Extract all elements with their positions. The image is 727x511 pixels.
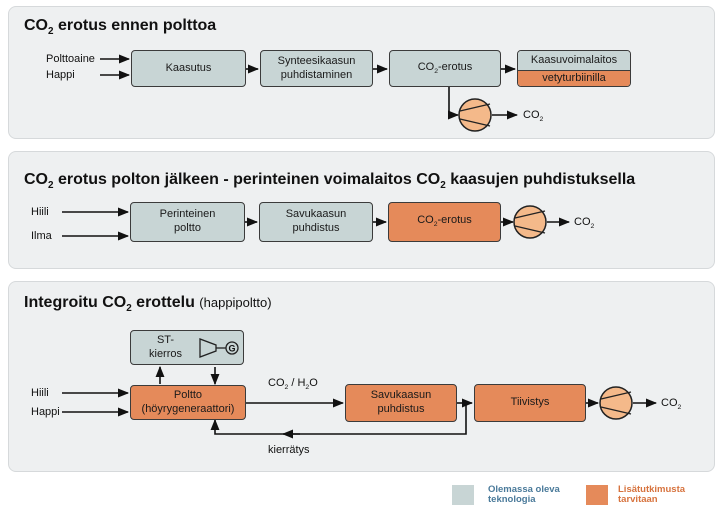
legend-existing-swatch [452,485,474,505]
co2-output-label: CO2 [523,109,544,124]
hydrogen-turbine-research-part: vetyturbiinilla [518,71,630,86]
compressor-icon [513,205,547,239]
gas-power-plant-box: Kaasuvoimalaitos vetyturbiinilla [517,50,631,87]
input-oxygen-label: Happi [31,406,60,418]
co2-separation-box: CO2-erotus [388,202,501,242]
panel-oxyfuel [8,281,715,472]
input-coal-label: Hiili [31,206,49,218]
co2-separation-box: CO2-erotus [389,50,501,87]
steam-cycle-box: ST-kierros G [130,330,244,365]
condensation-box: Tiivistys [474,384,586,422]
turbine-generator-icon: G [199,337,239,358]
panel1-title: CO2 erotus ennen polttoa [24,17,217,38]
gas-power-plant-existing-part: Kaasuvoimalaitos [518,51,630,71]
input-oxygen-label: Happi [46,69,75,81]
gasification-box: Kaasutus [131,50,246,87]
panel3-title: Integroitu CO2 erottelu (happipoltto) [24,294,272,315]
input-coal-label: Hiili [31,387,49,399]
compressor-icon [458,98,492,132]
co2-output-label: CO2 [661,397,682,412]
combustion-steam-generator-box: Poltto(höyrygeneraattori) [130,385,246,420]
legend-research-swatch [586,485,608,505]
compressor-icon [599,386,633,420]
input-fuel-label: Polttoaine [46,53,95,65]
generator-symbol: G [229,343,236,353]
recycle-label: kierrätys [268,444,310,456]
flue-gas-flow-label: CO2 / H2O [268,377,318,392]
co2-output-label: CO2 [574,216,595,231]
input-air-label: Ilma [31,230,52,242]
panel2-title: CO2 erotus polton jälkeen - perinteinen … [24,171,636,192]
